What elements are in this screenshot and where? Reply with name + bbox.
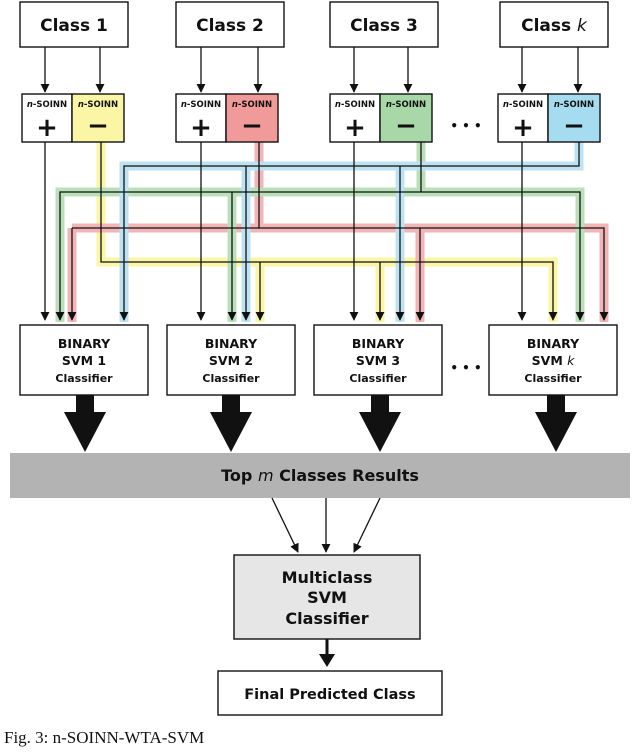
big-arrow-k [535,395,577,452]
class-label-1: Class 1 [40,16,108,36]
soinn-neg-label-2: n-SOINN [232,100,272,110]
soinn-pos-label-k: n-SOINN [503,100,543,110]
svm-box-3: BINARY SVM 3 Classifier [313,324,443,396]
svm-label: SVM 3 [356,353,400,368]
top-m-label: Top m Classes Results [221,466,419,485]
neg-line-2 [258,142,609,321]
svm-label: Classifier [55,372,113,385]
multiclass-box: Multiclass SVM Classifier [233,554,421,640]
svm-label: Classifier [349,372,407,385]
multiclass-line2: SVM [307,588,347,607]
to-final-arrowhead [319,654,335,667]
soinn-pos-label-1: n-SOINN [27,100,67,110]
svm-box-2: BINARY SVM 2 Classifier [166,324,296,396]
soinn-pos-label-3: n-SOINN [335,100,375,110]
soinn-neg-label-1: n-SOINN [78,100,118,110]
soinn-pair-1: n-SOINN n-SOINN + − [21,93,125,143]
routing-lines [40,142,609,321]
minus-icon: − [563,111,585,141]
soinn-neg-box-2 [225,93,279,143]
class-label-k: Class k [521,16,588,36]
svm-label: BINARY [205,336,258,351]
class-label-3: Class 3 [350,16,418,36]
class-box-1: Class 1 [19,1,129,48]
minus-icon: − [241,111,263,141]
big-arrows [64,395,577,452]
minus-icon: − [87,111,109,141]
soinn-pos-label-2: n-SOINN [181,100,221,110]
soinn-pairs: n-SOINN n-SOINN + − n-SOINN n-SOINN + − … [21,93,601,143]
multiclass-line3: Classifier [285,609,368,628]
multiclass-rect [233,554,421,640]
svm-label: Classifier [202,372,260,385]
soinn-pair-k: n-SOINN n-SOINN + − [497,93,601,143]
to-multiclass-arrows [271,497,381,553]
top-m-bar-rect [10,453,630,498]
svm-boxes: BINARY SVM 1 Classifier BINARY SVM 2 Cla… [19,324,618,396]
ellipsis-middle: • • • [450,361,481,375]
soinn-neg-label-3: n-SOINN [386,100,426,110]
final-label: Final Predicted Class [244,687,415,703]
svm-label: BINARY [527,336,580,351]
neg-line-3b [421,191,585,321]
plus-icon: + [512,113,534,143]
class-to-soinn-arrows [40,47,583,93]
plus-icon: + [190,113,212,143]
soinn-pair-2: n-SOINN n-SOINN + − [175,93,279,143]
class-box-3: Class 3 [329,1,439,48]
top-m-bar: Top m Classes Results [10,453,630,498]
class-box-2: Class 2 [175,1,285,48]
big-arrow-1 [64,395,106,452]
neg-line-k [119,142,580,321]
soinn-neg-label-k: n-SOINN [554,100,594,110]
soinn-pair-3: n-SOINN n-SOINN + − [329,93,433,143]
class-box-k: Class k [499,1,609,48]
svm-box-1: BINARY SVM 1 Classifier [19,324,149,396]
final-box: Final Predicted Class [217,670,443,716]
minus-icon: − [395,111,417,141]
svm-label: Classifier [524,372,582,385]
plus-icon: + [36,113,58,143]
svm-label: SVM 1 [62,353,106,368]
svm-label: SVM 2 [209,353,253,368]
figure-caption: Fig. 3: n-SOINN-WTA-SVM [4,728,205,747]
svm-label: BINARY [352,336,405,351]
big-arrow-2 [210,395,252,452]
class-label-2: Class 2 [196,16,264,36]
multiclass-line1: Multiclass [282,568,373,587]
neg-line-3 [55,142,422,321]
soinn-neg-box-1 [71,93,125,143]
big-arrow-3 [359,395,401,452]
ellipsis-top: • • • [450,119,481,133]
svm-box-k: BINARY SVM k Classifier [488,324,618,396]
svm-label: SVM k [532,353,575,368]
soinn-neg-box-k [547,93,601,143]
neg-line-1 [100,142,558,321]
plus-icon: + [344,113,366,143]
soinn-neg-box-3 [379,93,433,143]
svm-label: BINARY [58,336,111,351]
class-boxes: Class 1 Class 2 Class 3 Class k [19,1,609,48]
